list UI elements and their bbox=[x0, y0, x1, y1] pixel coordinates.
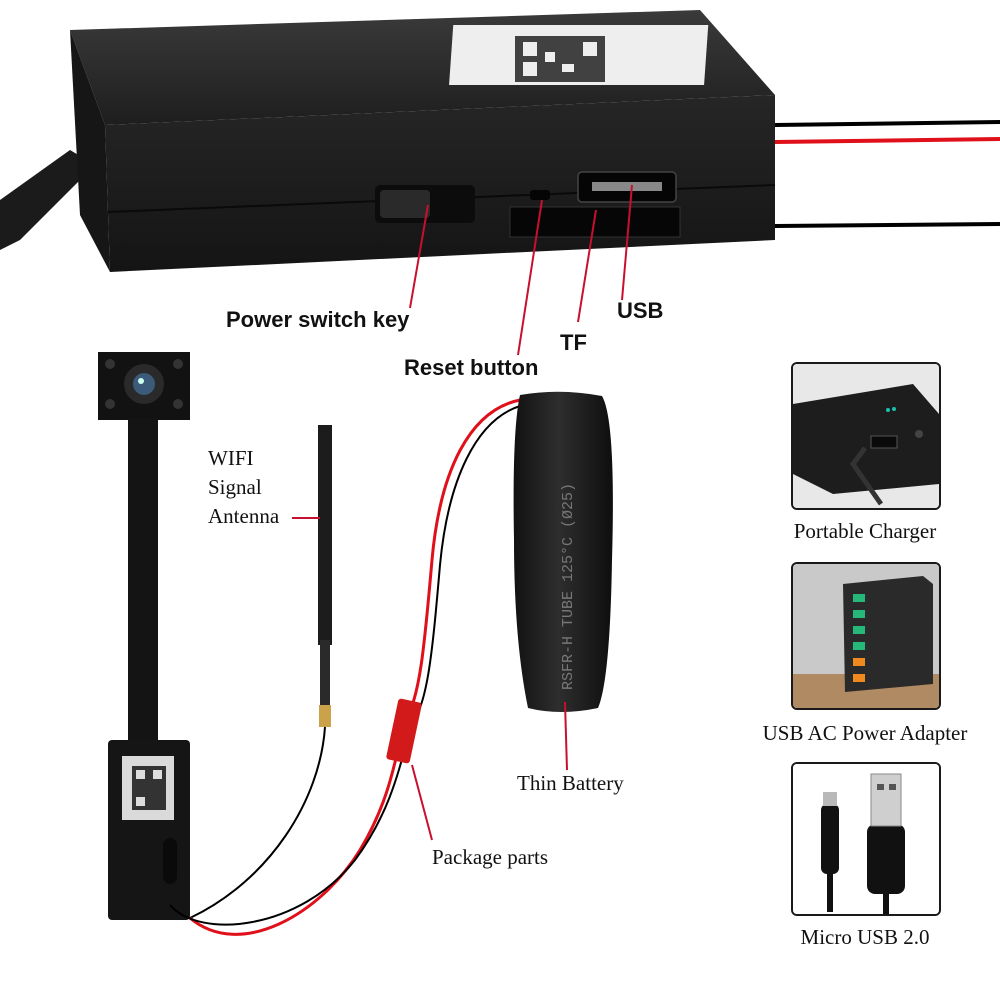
wifi-antenna bbox=[189, 425, 332, 919]
package-callout bbox=[411, 764, 433, 841]
label-wifi-line2: Signal bbox=[208, 475, 262, 499]
power-bank-icon bbox=[793, 384, 939, 494]
lead-red bbox=[774, 137, 1000, 144]
label-thin-battery: Thin Battery bbox=[517, 771, 624, 795]
caption-portable-charger: Portable Charger bbox=[793, 519, 937, 543]
portable-charger-image bbox=[791, 362, 941, 510]
red-connector bbox=[386, 698, 422, 764]
usb-charging-hub-icon bbox=[843, 576, 933, 692]
camera-ribbon bbox=[128, 418, 158, 743]
lead-black-bottom bbox=[774, 222, 1000, 228]
usb-port bbox=[577, 171, 677, 203]
label-tf: TF bbox=[560, 330, 587, 355]
label-usb: USB bbox=[617, 298, 664, 323]
control-box bbox=[0, 10, 776, 272]
label-reset-button: Reset button bbox=[404, 355, 539, 380]
label-power-switch-key: Power switch key bbox=[226, 307, 410, 332]
micro-usb-image bbox=[791, 762, 941, 916]
callout-lines-top bbox=[409, 184, 633, 356]
main-board bbox=[108, 740, 190, 920]
thin-battery: RSFR-H TUBE 125°C (Ø25) bbox=[513, 391, 613, 712]
qr-sticker bbox=[449, 25, 709, 85]
micro-usb-cable-icon bbox=[867, 824, 905, 894]
battery-print: RSFR-H TUBE 125°C (Ø25) bbox=[560, 483, 577, 690]
caption-usb-ac-adapter: USB AC Power Adapter bbox=[762, 721, 968, 745]
camera-module bbox=[98, 352, 190, 420]
battery-callout bbox=[564, 701, 568, 771]
power-switch-key bbox=[375, 185, 475, 223]
label-package-parts: Package parts bbox=[432, 845, 549, 869]
usb-ac-adapter-image bbox=[791, 562, 941, 710]
lead-black-top bbox=[774, 120, 1000, 127]
caption-micro-usb: Micro USB 2.0 bbox=[800, 925, 930, 949]
reset-button-hole bbox=[530, 190, 550, 200]
label-wifi-line1: WIFI bbox=[208, 446, 254, 470]
label-wifi-line3: Antenna bbox=[208, 504, 280, 528]
